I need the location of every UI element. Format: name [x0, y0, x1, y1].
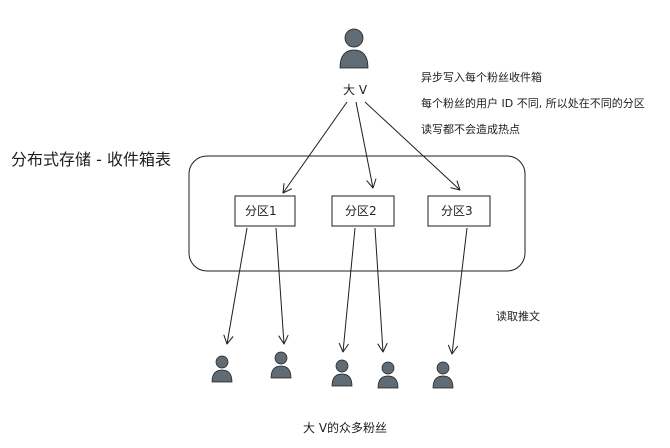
note-line-1: 异步写入每个粉丝收件箱 [421, 71, 542, 84]
partition-label-1: 分区1 [245, 204, 277, 218]
note-line-2: 每个粉丝的用户 ID 不同, 所以处在不同的分区 [421, 97, 645, 110]
storage-title: 分布式存储 - 收件箱表 [11, 150, 171, 169]
partition-box-1 [234, 195, 296, 227]
fan-person-icon-2 [270, 351, 292, 379]
write-arrow-to-partition-2 [355, 101, 377, 189]
partition-label-3: 分区3 [441, 204, 473, 218]
fan-person-icon-4 [377, 361, 399, 389]
fan-person-icon-3 [331, 359, 353, 387]
fans-label: 大 V的众多粉丝 [303, 421, 388, 435]
read-arrow-p2-fan3 [338, 227, 356, 353]
read-label: 读取推文 [496, 310, 540, 323]
read-arrow-p2-fan4 [374, 227, 388, 353]
partition-box-2 [331, 195, 395, 227]
partition-box-3 [427, 195, 491, 227]
write-arrow-to-partition-3 [364, 101, 461, 191]
read-arrow-p1-fan2 [275, 227, 289, 345]
storage-container [188, 155, 526, 272]
big-v-person-icon [339, 28, 369, 69]
big-v-label: 大 V [343, 83, 368, 97]
write-arrow-to-partition-1 [282, 101, 348, 194]
read-arrow-p3-fan5 [447, 227, 468, 355]
partition-label-2: 分区2 [345, 204, 377, 218]
fan-person-icon-5 [432, 361, 454, 389]
note-line-3: 读写都不会造成热点 [421, 123, 520, 136]
read-arrow-p1-fan1 [223, 227, 248, 345]
fan-person-icon-1 [211, 355, 233, 383]
